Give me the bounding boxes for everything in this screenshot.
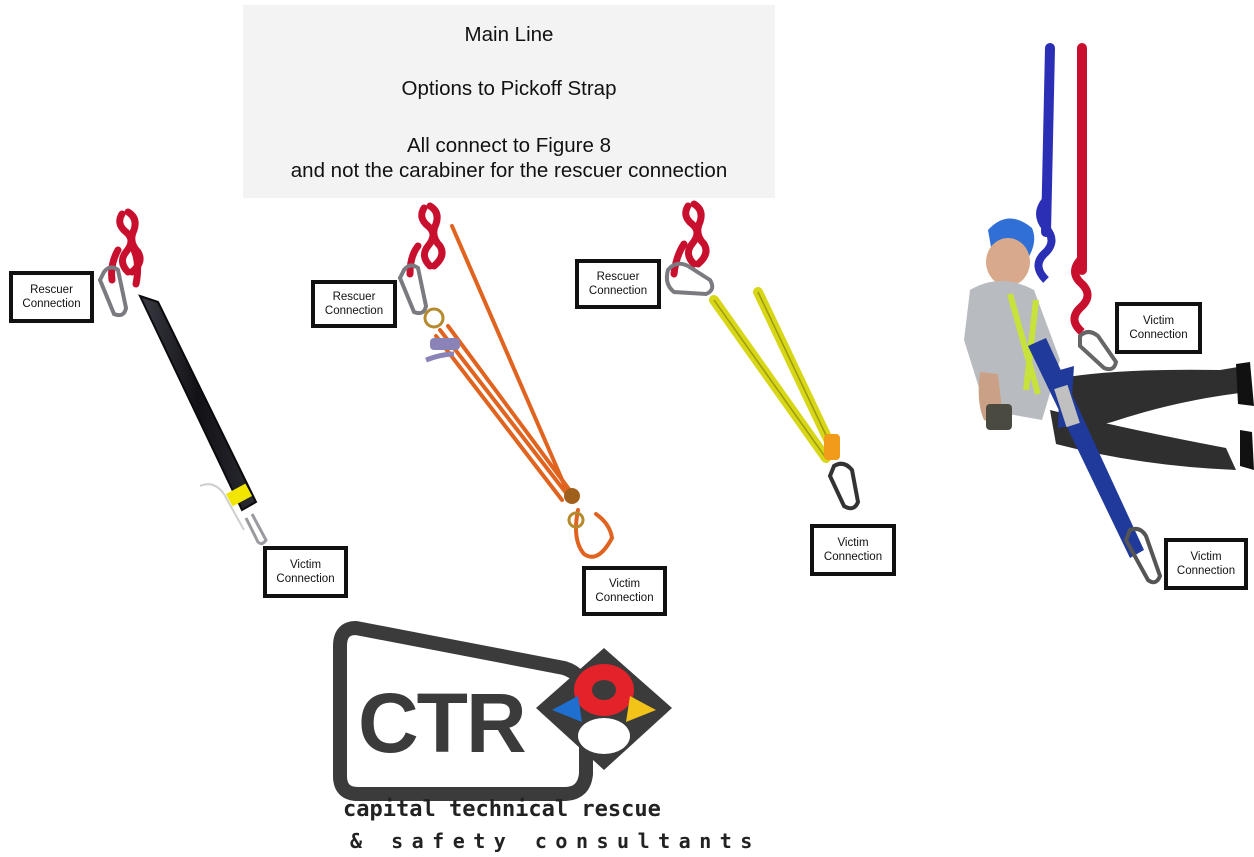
small-clip-icon	[199, 483, 245, 531]
carabiner-icon	[97, 265, 129, 318]
logo-diamond-icon	[536, 648, 672, 770]
blue-pickoff-strap	[1028, 338, 1163, 585]
logo-tagline-1: capital technical rescue	[343, 797, 661, 822]
figure-8-knot-icon	[670, 200, 710, 278]
logo-mark-text: CTR	[358, 676, 525, 770]
victim-carabiner-icon	[827, 461, 861, 511]
black-strap	[138, 294, 258, 512]
option-1-black-pickoff-strap	[97, 208, 268, 546]
title-box: Main Line Options to Pickoff Strap All c…	[243, 5, 775, 198]
logo-tagline-2: & safety consultants	[350, 829, 761, 853]
carabiner-icon	[664, 261, 715, 297]
title-line-2: Options to Pickoff Strap	[401, 77, 617, 100]
red-rope	[1070, 43, 1092, 336]
victim-snap-hook-icon	[244, 513, 268, 546]
buckle-icon	[824, 434, 840, 460]
blue-rope	[1034, 43, 1056, 283]
rescuer-person-icon	[964, 218, 1254, 470]
option-4-rescuer-with-victim-strap	[964, 43, 1254, 585]
figure-8-knot-icon	[108, 208, 144, 288]
option-2-orange-cord-pickoff	[397, 202, 615, 559]
hardware-icon	[423, 307, 585, 529]
yellow-strap	[709, 287, 839, 463]
carabiner-icon	[397, 263, 429, 316]
victim-carabiner-icon	[1078, 330, 1119, 372]
title-line-1: Main Line	[464, 23, 554, 46]
title-line-4: and not the carabiner for the rescuer co…	[290, 159, 728, 182]
figure-8-knot-icon	[406, 202, 446, 278]
option-3-yellow-pickoff-strap	[664, 200, 861, 511]
orange-cord	[434, 224, 615, 559]
title-line-3: All connect to Figure 8	[407, 134, 611, 157]
ctr-logo: CTR	[333, 621, 672, 801]
strap-tag	[226, 483, 252, 507]
